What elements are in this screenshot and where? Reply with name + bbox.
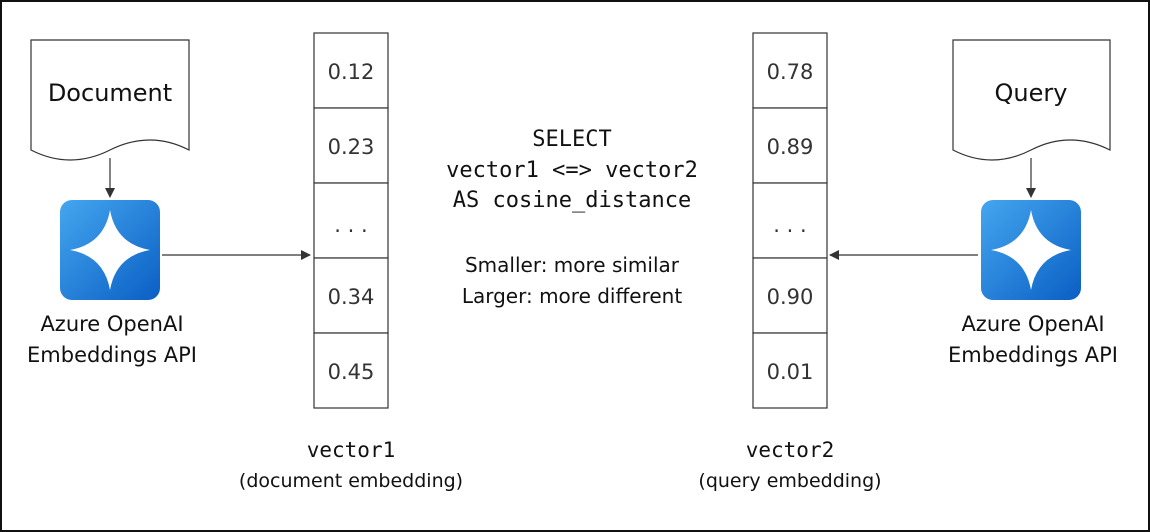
vector1-value: 0.34 [328,285,375,309]
vector2-name: vector2 [746,438,835,462]
vector2-value: 0.01 [767,360,814,384]
query-shape: Query [952,39,1111,161]
sql-line-select: SELECT [532,127,611,152]
vector2-value: 0.90 [767,285,814,309]
vector2-value: . . . [773,213,806,237]
note-smaller: Smaller: more similar [465,253,680,277]
note-larger: Larger: more different [462,284,683,308]
vector2-caption: (query embedding) [698,470,881,492]
vector1-name: vector1 [307,438,396,462]
vector2-value: 0.89 [767,135,814,159]
query-label: Query [995,79,1068,107]
sql-line-alias: AS cosine_distance [453,188,691,213]
document-label: Document [48,79,172,107]
vector1-value: 0.45 [328,360,375,384]
left-api-label-line2: Embeddings API [27,343,197,367]
vector2-column: 0.78 0.89 . . . 0.90 0.01 [752,32,828,409]
vector2-value: 0.78 [767,60,814,84]
sql-line-expression: vector1 <=> vector2 [446,158,698,183]
vector1-cell [313,32,389,109]
right-api-label-line1: Azure OpenAI [961,312,1104,336]
vector2-cell [752,32,828,109]
vector2-cell [752,182,828,259]
azure-openai-sparkle-icon [981,200,1081,300]
document-shape: Document [30,39,190,161]
vector1-caption: (document embedding) [239,470,463,492]
vector1-column: 0.12 0.23 . . . 0.34 0.45 [313,32,389,409]
right-api-label-line2: Embeddings API [948,343,1118,367]
left-api-label-line1: Azure OpenAI [40,312,183,336]
vector1-value: 0.12 [328,60,375,84]
azure-openai-sparkle-icon [60,200,160,300]
vector1-value: 0.23 [328,135,375,159]
vector1-cell [313,332,389,409]
vector1-value: . . . [334,213,367,237]
vector2-cell [752,107,828,184]
vector2-cell [752,332,828,409]
